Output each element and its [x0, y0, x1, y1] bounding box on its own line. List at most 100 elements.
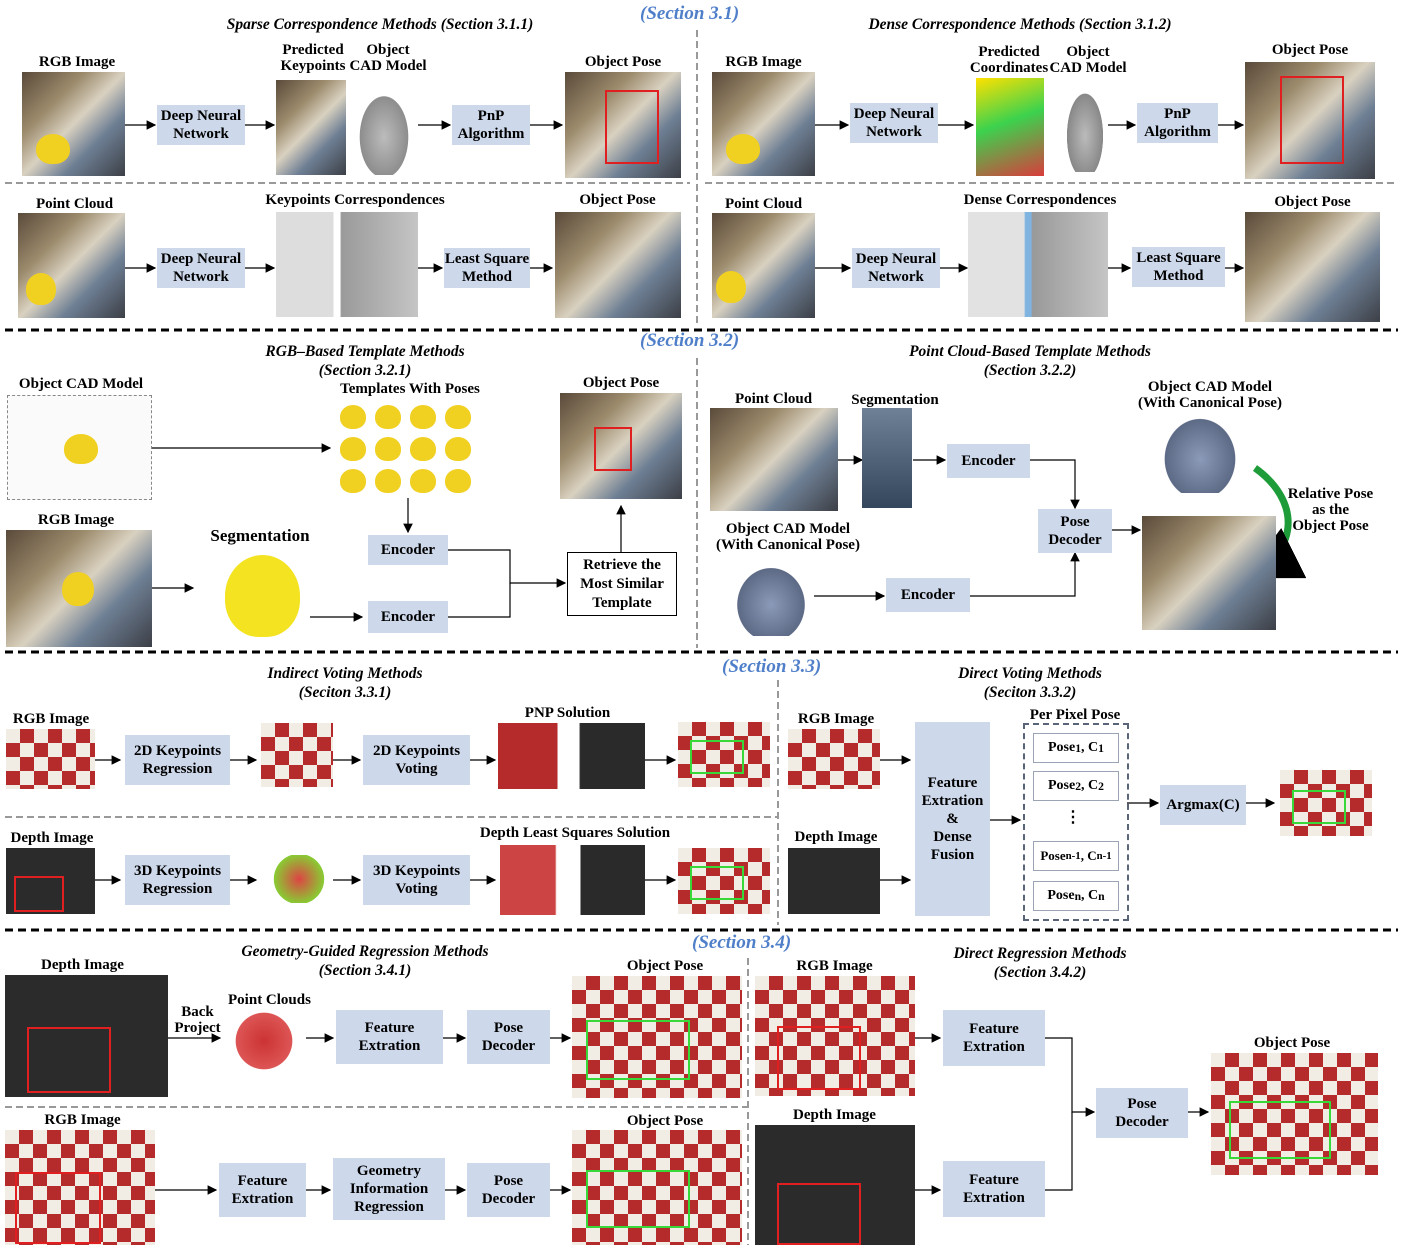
label-rgb-image: RGB Image [38, 54, 116, 70]
depth-image-direct [788, 848, 880, 914]
label-rgb-image-geo: RGB Image [44, 1112, 121, 1128]
pose-dots: ⋮ [1065, 809, 1081, 826]
section-3-4-label: (Section 3.4) [692, 932, 792, 953]
object-pose-dense-image-2 [1245, 212, 1380, 322]
object-pose-geo-image-2 [572, 1130, 742, 1245]
label-rgb-image-reg: RGB Image [796, 958, 873, 974]
label-object-pose-template: Object Pose [582, 375, 660, 391]
rgb-image-direct [788, 729, 880, 789]
geometry-title: Geometry-Guided Regression Methods (Sect… [241, 943, 489, 979]
sparse-title: Sparse Correspondence Methods (Section 3… [226, 16, 534, 33]
rgb-image-geo [5, 1130, 155, 1245]
label-depth-image-direct: Depth Image [794, 829, 878, 845]
pnp-solution-image [498, 723, 645, 789]
label-rgb-image-direct: RGB Image [797, 711, 875, 727]
label-back-project: Back Project [174, 1004, 221, 1036]
object-pose-direct [1280, 770, 1372, 836]
section-3-3-label: (Section 3.3) [722, 656, 822, 677]
pose-decoder-box-reg: Pose Decoder [1096, 1088, 1188, 1138]
object-pose-reg-image [1211, 1053, 1378, 1175]
pose-decoder-box-geo-2: Pose Decoder [467, 1163, 550, 1217]
segmented-drill [862, 408, 912, 508]
label-point-cloud: Point Cloud [35, 196, 114, 212]
object-pose-voting-2 [678, 848, 770, 914]
label-rgb-image-voting: RGB Image [12, 711, 90, 727]
depth-image-geo [5, 975, 168, 1097]
pose-decoder-box-pc: Pose Decoder [1038, 509, 1112, 553]
label-object-pose-geo: Object Pose [626, 958, 704, 974]
cad-model-image [350, 80, 418, 175]
kp2d-reg-box: 2D Keypoints Regression [125, 735, 230, 785]
predicted-coords-image [976, 78, 1044, 176]
kp2d-vote-box: 2D Keypoints Voting [363, 735, 470, 785]
deep-nn-box-dense: Deep Neural Network [850, 103, 938, 143]
deep-nn-box-2: Deep Neural Network [157, 248, 245, 288]
rgb-image-template [6, 530, 152, 647]
deep-nn-box-dense-2: Deep Neural Network [852, 248, 940, 288]
deep-nn-box: Deep Neural Network [157, 105, 245, 145]
point-cloud-dense-image [712, 213, 815, 318]
point-clouds-image [222, 1012, 306, 1070]
label-segmentation-pc: Segmentation [851, 392, 939, 408]
section-3-1-label: (Section 3.1) [640, 3, 740, 24]
point-cloud-template-image [710, 408, 838, 511]
keypoints-image [276, 80, 346, 175]
retrieve-box: Retrieve the Most Similar Template [567, 552, 677, 616]
label-rgb-image-dense: RGB Image [725, 54, 802, 70]
encoder-box-pc-2: Encoder [886, 578, 970, 612]
label-point-clouds: Point Clouds [228, 992, 311, 1008]
dense-title: Dense Correspondence Methods (Section 3.… [868, 16, 1172, 33]
argmax-box: Argmax(C) [1160, 785, 1246, 825]
label-point-cloud-dense: Point Cloud [724, 196, 803, 212]
rgb-image-dense [712, 72, 815, 176]
label-predicted-coords: Predicted Coordinates [969, 44, 1049, 76]
feature-extration-box-reg-1: Feature Extration [943, 1010, 1045, 1066]
feature-extration-box-2: Feature Extration [219, 1163, 306, 1217]
indirect-title: Indirect Voting Methods (Seciton 3.3.1) [267, 665, 423, 701]
label-object-pose-reg: Object Pose [1253, 1035, 1331, 1051]
label-per-pixel-pose: Per Pixel Pose [1029, 707, 1121, 723]
label-pnp-solution: PNP Solution [524, 705, 611, 721]
object-pose-template-image [560, 393, 682, 499]
feature-extration-box-reg-2: Feature Extration [943, 1161, 1045, 1217]
object-pose-voting [678, 722, 770, 787]
rgb-image-voting [6, 729, 95, 789]
label-relative-pose: Relative Pose as the Object Pose [1287, 486, 1374, 534]
object-pose-image-2 [555, 212, 681, 318]
label-depth-image-voting: Depth Image [10, 830, 94, 846]
direct-reg-title: Direct Regression Methods (Section 3.4.2… [953, 945, 1127, 981]
label-kp-correspondences: Keypoints Correspondences [265, 192, 445, 208]
label-depth-image-reg: Depth Image [793, 1107, 876, 1123]
label-segmentation: Segmentation [210, 526, 310, 545]
geometry-info-box: Geometry Information Regression [333, 1158, 445, 1220]
feature-fusion-box: Feature Extration & Dense Fusion [915, 722, 990, 916]
point-cloud-image [18, 213, 125, 318]
label-object-pose-geo-2: Object Pose [626, 1113, 704, 1129]
pc-template-title: Point Cloud-Based Template Methods (Sect… [909, 343, 1151, 379]
least-square-box: Least Square Method [444, 248, 530, 288]
depth-lsq-image [500, 845, 645, 915]
encoder-box-1: Encoder [368, 535, 448, 565]
encoder-box-pc-1: Encoder [947, 444, 1030, 478]
label-object-pose: Object Pose [584, 54, 662, 70]
cad-model-dense-image [1062, 82, 1108, 172]
kp2d-reg-image [261, 723, 333, 787]
label-object-pose-2: Object Pose [579, 192, 656, 208]
encoder-box-2: Encoder [368, 601, 448, 633]
depth-image-voting [6, 848, 95, 914]
label-cad-canonical-2: Object CAD Model (With Canonical Pose) [1138, 379, 1282, 411]
label-predicted-keypoints: Predicted Keypoints [280, 42, 346, 74]
least-square-box-dense: Least Square Method [1132, 247, 1225, 287]
label-object-pose-dense: Object Pose [1271, 42, 1349, 58]
dense-correspondence-image [968, 212, 1108, 317]
kp3d-reg-image [265, 855, 333, 903]
rgb-image-reg [755, 976, 915, 1096]
label-object-cad: Object CAD Model [349, 42, 427, 74]
segmented-duck [225, 555, 300, 637]
label-depth-image-geo: Depth Image [41, 957, 124, 973]
depth-image-reg [755, 1125, 915, 1245]
